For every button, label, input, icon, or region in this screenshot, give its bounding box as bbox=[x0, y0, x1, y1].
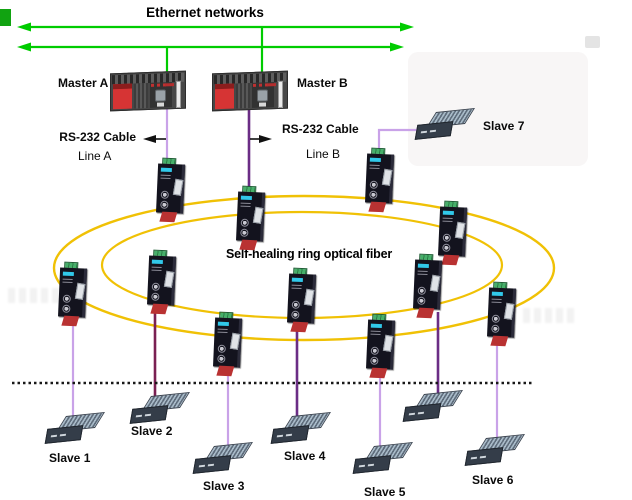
arrow-right-icon bbox=[390, 42, 404, 52]
plc-connector bbox=[155, 89, 166, 102]
fiber-converter-ring-2 bbox=[411, 253, 444, 319]
slave-4-label: Slave 4 bbox=[284, 449, 326, 463]
diagram-title: Ethernet networks bbox=[146, 5, 264, 20]
slave-5-label: Slave 5 bbox=[364, 485, 406, 499]
fiber-converter-slave-3 bbox=[211, 311, 244, 377]
rs232-left-label: RS-232 Cable bbox=[59, 130, 136, 144]
arrow-left-icon bbox=[17, 22, 31, 32]
ring-fiber-outer bbox=[52, 194, 556, 342]
pointer-arrow-left-icon bbox=[143, 135, 156, 143]
master-b-device bbox=[212, 70, 288, 112]
plc-led-strip bbox=[267, 83, 276, 87]
slave-7-device bbox=[414, 107, 475, 140]
background-panel bbox=[408, 52, 588, 166]
fiber-port bbox=[160, 190, 169, 199]
slave-3-device bbox=[192, 441, 253, 474]
plc-side-panel bbox=[278, 80, 283, 109]
watermark bbox=[523, 308, 575, 323]
master-a-device bbox=[110, 70, 186, 112]
line-b-label: Line B bbox=[306, 147, 341, 161]
slave-4-device bbox=[270, 411, 331, 444]
plc-led-strip bbox=[165, 83, 174, 87]
rack-face bbox=[44, 425, 84, 444]
slave-1-label: Slave 1 bbox=[49, 451, 91, 465]
slave-1-device bbox=[44, 411, 105, 444]
slave-5-device bbox=[352, 441, 413, 474]
fiber-converter-line-a bbox=[154, 157, 187, 223]
master-b-label: Master B bbox=[297, 76, 348, 90]
cable-slave-7 bbox=[377, 128, 419, 152]
fiber-converter-slave-2 bbox=[145, 249, 178, 315]
fiber-converter-slave-6 bbox=[485, 281, 518, 347]
side-label bbox=[172, 178, 184, 196]
plc-port bbox=[259, 102, 266, 107]
din-rail-foot bbox=[159, 211, 178, 223]
gray-smudge bbox=[585, 36, 600, 48]
plc-module bbox=[236, 83, 250, 109]
slave-6-device bbox=[464, 433, 525, 466]
plc-red-module bbox=[215, 83, 234, 110]
fiber-converter-line-b bbox=[234, 185, 267, 251]
arrow-left-icon bbox=[17, 42, 31, 52]
fiber-converter-slave-1 bbox=[56, 261, 89, 327]
converter-body bbox=[156, 163, 186, 214]
fiber-converter-slave-4 bbox=[285, 267, 318, 333]
fiber-converter-slave-5 bbox=[364, 313, 397, 379]
plc-module bbox=[134, 83, 148, 109]
slave-7-label: Slave 7 bbox=[483, 119, 525, 133]
corner-green-mark bbox=[0, 9, 11, 26]
rs232-right-label: RS-232 Cable bbox=[282, 122, 359, 136]
fiber-port bbox=[160, 200, 169, 209]
brand-label bbox=[160, 167, 172, 173]
plc-port bbox=[157, 102, 164, 107]
watermark bbox=[8, 288, 62, 303]
arrow-right-icon bbox=[400, 22, 414, 32]
fiber-converter-slave-7 bbox=[363, 147, 396, 213]
plc-connector bbox=[257, 89, 268, 102]
slave-2-device bbox=[129, 391, 190, 424]
slave-2-label: Slave 2 bbox=[131, 424, 173, 438]
master-a-label: Master A bbox=[58, 76, 109, 90]
ring-label: Self-healing ring optical fiber bbox=[225, 247, 393, 261]
plc-side-panel bbox=[176, 80, 181, 109]
slave-6-label: Slave 6 bbox=[472, 473, 514, 487]
pointer-arrow-right-icon bbox=[259, 135, 272, 143]
slave-3-label: Slave 3 bbox=[203, 479, 245, 493]
plc-red-module bbox=[113, 83, 132, 110]
slave-device-unlabeled bbox=[402, 389, 463, 422]
line-a-label: Line A bbox=[78, 149, 112, 163]
